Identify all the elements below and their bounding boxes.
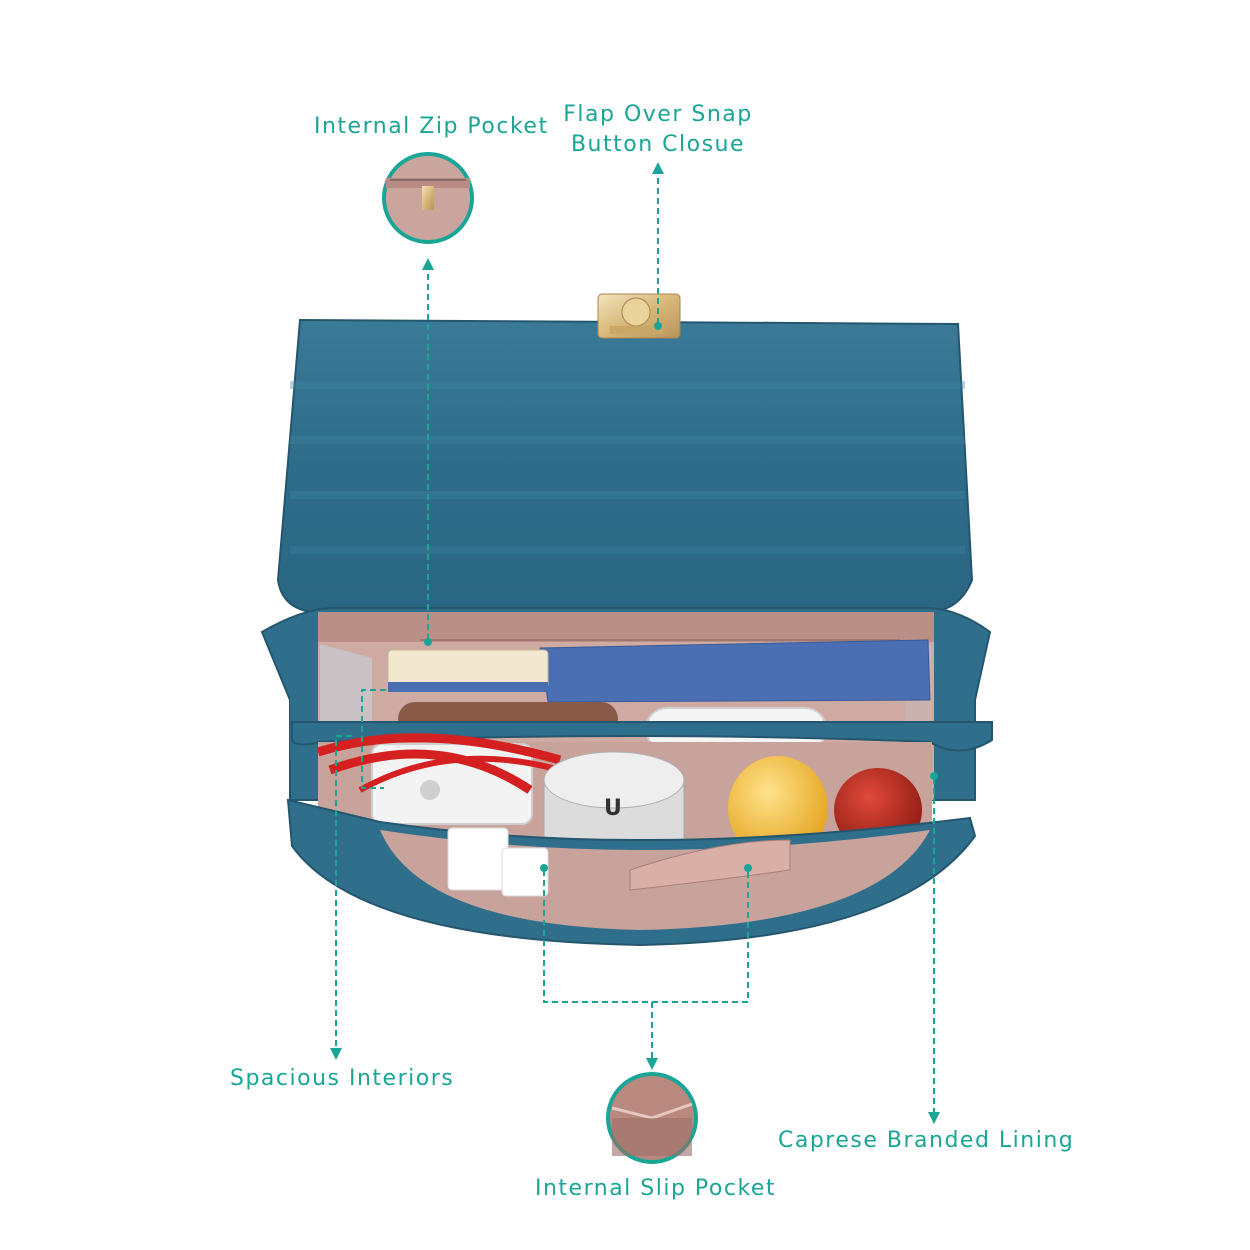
zipper-icon (382, 152, 474, 244)
charger-and-cable (316, 733, 562, 825)
callout-arrowheads (330, 162, 940, 1124)
bag-flap (276, 318, 974, 613)
slip-pocket-icon (606, 1072, 698, 1164)
book-and-folder (387, 639, 931, 703)
front-divider (291, 721, 993, 752)
label-internal-zip-pocket: Internal Zip Pocket (314, 114, 549, 139)
label-spacious-interiors: Spacious Interiors (230, 1066, 455, 1091)
round-container: U (543, 751, 685, 859)
svg-text:U: U (604, 796, 622, 821)
label-flap-line1: Flap Over Snap (563, 102, 753, 127)
lock-icon (597, 293, 681, 339)
label-branded-lining: Caprese Branded Lining (778, 1128, 1075, 1153)
label-flap-line2: Button Closue (570, 132, 746, 157)
front-pocket (286, 798, 977, 947)
label-flap-closure: Flap Over Snap Button Closue (548, 100, 768, 160)
callout-lines (335, 172, 935, 1118)
label-internal-slip-pocket: Internal Slip Pocket (535, 1176, 777, 1201)
